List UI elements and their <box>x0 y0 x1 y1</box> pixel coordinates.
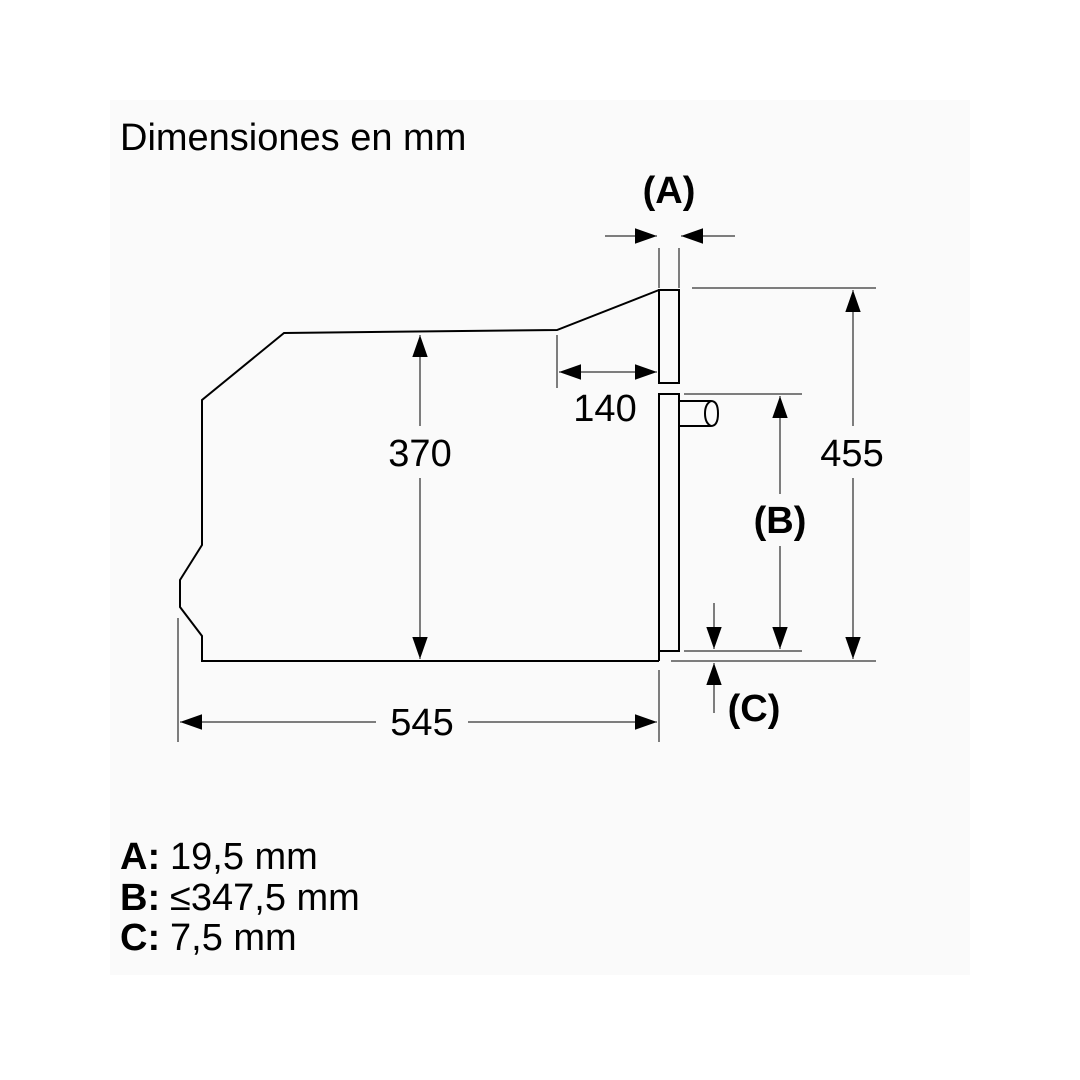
dimension-455: 455 <box>820 290 884 659</box>
legend-key: B: <box>120 876 161 919</box>
legend-row-b: B:≤347,5 mm <box>120 876 360 919</box>
legend-row-c: C:7,5 mm <box>120 918 360 959</box>
dimension-a-label: (A) <box>643 170 696 212</box>
dimension-c-label: (C) <box>728 688 781 730</box>
dimension-545: 545 <box>180 702 657 744</box>
appliance-body-outline <box>179 289 660 662</box>
legend-row-a: A:19,5 mm <box>120 837 360 878</box>
dimension-140: 140 <box>559 364 657 430</box>
dimension-370-label: 370 <box>388 433 451 475</box>
legend-value: 7,5 mm <box>170 917 297 959</box>
extension-lines <box>177 248 876 742</box>
legend-value: 19,5 mm <box>170 836 318 878</box>
dimension-370: 370 <box>388 335 452 659</box>
dimension-a: (A) <box>605 170 735 244</box>
legend-value: ≤347,5 mm <box>170 876 360 919</box>
door-handle <box>679 400 720 427</box>
drawing-background <box>110 100 970 975</box>
dimension-545-label: 545 <box>390 702 453 744</box>
door-panel <box>658 393 680 661</box>
dimension-b-label: (B) <box>754 500 807 542</box>
legend-key: A: <box>120 836 161 878</box>
dimension-455-label: 455 <box>820 433 883 475</box>
upper-front-panel <box>658 289 680 384</box>
dimension-c: (C) <box>706 603 781 730</box>
page-title: Dimensiones en mm <box>120 117 467 159</box>
legend-key: C: <box>120 917 161 959</box>
dimension-b: (B) <box>754 396 807 649</box>
dimension-140-label: 140 <box>573 388 636 430</box>
dimension-legend: A:19,5 mm B:≤347,5 mm C:7,5 mm <box>120 837 360 959</box>
